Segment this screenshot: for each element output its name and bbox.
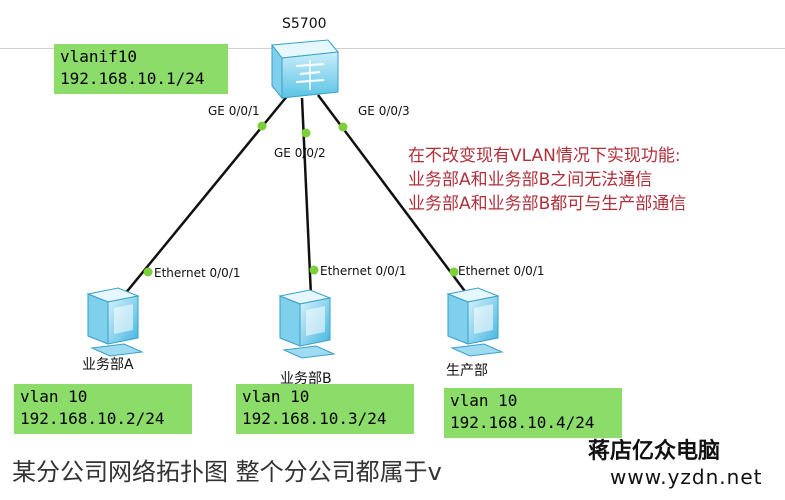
port-label-ge003: GE 0/0/3 <box>358 104 410 118</box>
port-label-ge001: GE 0/0/1 <box>208 104 260 118</box>
switch-name: S5700 <box>282 16 327 32</box>
requirement-line-3: 业务部A和业务部B都可与生产部通信 <box>408 194 687 214</box>
port-dot-ge003 <box>338 122 348 132</box>
gateway-ip: 192.168.10.1/24 <box>60 69 205 88</box>
pc-a-name: 业务部A <box>82 357 134 373</box>
port-dot-eth-c <box>449 267 459 277</box>
pc-c-vlan: vlan 10 <box>450 391 518 410</box>
port-dot-ge002 <box>301 128 311 138</box>
switch-icon <box>271 39 339 100</box>
pc-a-port-label: Ethernet 0/0/1 <box>154 266 241 280</box>
pc-b-name: 业务部B <box>280 371 332 387</box>
link-ge002 <box>300 97 313 297</box>
port-dot-ge001 <box>257 121 267 131</box>
divider-line <box>0 48 785 49</box>
port-dot-eth-a <box>143 267 153 277</box>
requirement-line-2: 业务部A和业务部B之间无法通信 <box>408 170 653 190</box>
gateway-box: vlanif10 192.168.10.1/24 <box>54 44 228 94</box>
port-dot-eth-b <box>309 265 319 275</box>
pc-b-ip: 192.168.10.3/24 <box>242 409 387 428</box>
pc-a-vlan-box: vlan 10 192.168.10.2/24 <box>14 384 192 434</box>
watermark-name: 蒋店亿众电脑 <box>588 438 721 464</box>
pc-c-ip: 192.168.10.4/24 <box>450 413 595 432</box>
pc-b-vlan-box: vlan 10 192.168.10.3/24 <box>236 384 414 434</box>
requirement-line-1: 在不改变现有VLAN情况下实现功能: <box>408 146 681 166</box>
pc-b-vlan: vlan 10 <box>242 387 310 406</box>
gateway-name: vlanif10 <box>60 47 138 66</box>
port-label-ge002: GE 0/0/2 <box>274 146 326 160</box>
pc-c-name: 生产部 <box>446 363 488 379</box>
pc-b-port-label: Ethernet 0/0/1 <box>320 264 407 278</box>
diagram-caption: 某分公司网络拓扑图 整个分公司都属于v <box>12 458 442 486</box>
pc-a-ip: 192.168.10.2/24 <box>20 409 165 428</box>
pc-icon-b <box>278 289 336 359</box>
pc-c-vlan-box: vlan 10 192.168.10.4/24 <box>444 388 622 438</box>
pc-c-port-label: Ethernet 0/0/1 <box>458 264 545 278</box>
watermark: 蒋店亿众电脑 www.yzdn.net <box>588 438 762 490</box>
pc-icon-a <box>86 287 144 357</box>
pc-a-vlan: vlan 10 <box>20 387 88 406</box>
watermark-url: www.yzdn.net <box>610 465 763 489</box>
pc-icon-c <box>446 287 504 357</box>
